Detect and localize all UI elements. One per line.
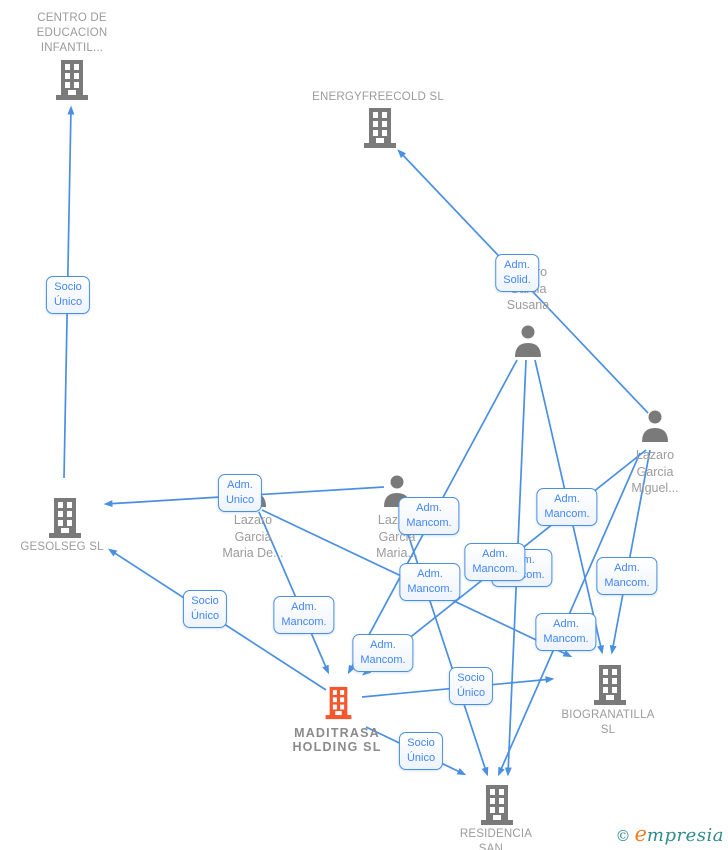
biogranatilla-sl-node[interactable] [592, 665, 628, 710]
relationship-label-lazaro-garcia-miguel-to-maditrasa-holding-sl[interactable]: Adm.Mancom. [464, 543, 526, 581]
gesolseg-sl-label: GESOLSEG SL [20, 540, 104, 553]
person-icon [642, 410, 668, 442]
building-icon [49, 498, 81, 538]
gesolseg-sl-node[interactable] [47, 498, 83, 543]
person-icon [515, 325, 541, 357]
edge-lazaro-garcia-miguel-to-biogranatilla-sl [609, 449, 651, 655]
building-icon [56, 60, 88, 100]
lazaro-garcia-susana-node[interactable] [513, 325, 543, 362]
relationship-label-lazaro-garcia-miguel-to-biogranatilla-sl[interactable]: Adm.Mancom. [596, 557, 658, 595]
residencia-san-node[interactable] [479, 785, 515, 830]
building-icon [325, 686, 351, 720]
building-icon [364, 108, 396, 148]
energyfreecold-sl-node[interactable] [362, 108, 398, 153]
lazaro-garcia-miguel-node[interactable] [640, 410, 670, 447]
relationship-label-lazaro-garcia-maria-to-residencia-san[interactable]: Adm.Mancom. [398, 497, 460, 535]
building-icon [594, 665, 626, 705]
centro-de-educacion-infantil-node[interactable] [54, 60, 90, 105]
energyfreecold-sl-label: ENERGYFREECOLD SL [312, 90, 444, 103]
watermark-brand: mpresia [646, 825, 724, 846]
copyright-icon: © [615, 827, 631, 845]
maditrasa-holding-sl-node[interactable] [324, 683, 353, 728]
relationship-label-lazaro-garcia-susana-to-biogranatilla-sl[interactable]: Adm.Mancom. [536, 488, 598, 526]
edge-lazaro-garcia-maria-to-residencia-san [399, 509, 489, 777]
relationship-label-lazaro-garcia-maria-de-to-maditrasa-holding-sl[interactable]: Adm.Mancom. [273, 596, 335, 634]
relationship-label-lazaro-garcia-miguel-to-residencia-san[interactable]: Adm.Mancom. [535, 613, 597, 651]
relationship-label-lazaro-garcia-maria-de-to-biogranatilla-sl[interactable]: Adm.Mancom. [399, 563, 461, 601]
relationship-label-lazaro-garcia-susana-to-maditrasa-holding-sl[interactable]: Adm.Mancom. [352, 634, 414, 672]
watermark-brand-initial: e [634, 822, 647, 846]
relationship-label-lazaro-garcia-maria-to-gesolseg-sl[interactable]: Adm.Unico [217, 474, 263, 512]
relationship-label-lazaro-garcia-miguel-to-energyfreecold-sl[interactable]: Adm.Solid. [495, 254, 539, 292]
watermark: ©empresia [615, 822, 724, 846]
building-icon [481, 785, 513, 825]
edge-lazaro-garcia-maria-de-to-maditrasa-holding-sl [258, 511, 329, 675]
